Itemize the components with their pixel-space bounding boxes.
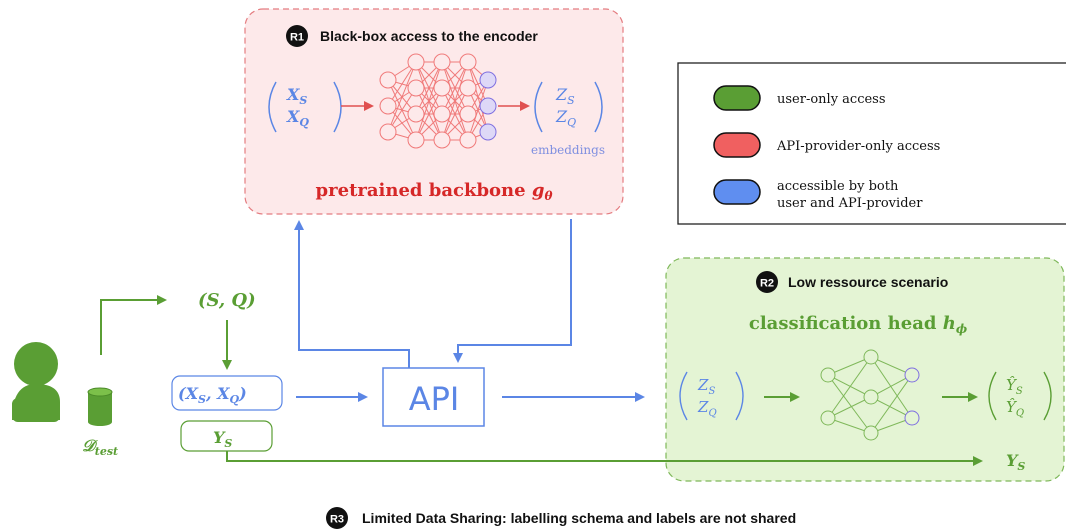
nn-edge (870, 356, 913, 419)
nn-edge (387, 61, 417, 133)
r2-badge (756, 271, 778, 293)
nn-edge (870, 374, 913, 434)
legend-label-user-only: user-only access (777, 92, 886, 107)
r1-output-zq: ZQ (555, 107, 576, 129)
nn-node (407, 79, 425, 97)
arrow-ys-to-head-output (226, 451, 983, 466)
nn-edge (441, 61, 469, 115)
legend-label-api-only: API-provider-only access (776, 139, 940, 154)
nn-edge (387, 87, 417, 133)
nn-node (904, 367, 920, 383)
r1-neural-network-icon (379, 53, 497, 149)
legend-swatch-api-only (713, 132, 761, 158)
legend: user-only access API-provider-only acces… (677, 62, 1066, 225)
r3-badge (326, 507, 348, 529)
nn-node (407, 53, 425, 71)
nn-node (459, 53, 477, 71)
r1-input-xs: XS (286, 85, 307, 107)
api-box (382, 367, 485, 427)
arrow-api-to-encoder (294, 220, 410, 368)
nn-edge (441, 87, 469, 141)
ys-end-label: YS (1006, 451, 1025, 473)
nn-node (379, 123, 397, 141)
nn-node (863, 425, 879, 441)
r2-input-zq: ZQ (697, 398, 717, 419)
nn-node (820, 410, 836, 426)
legend-label-both-line1: accessible by both (777, 179, 899, 194)
nn-edge (870, 396, 913, 419)
nn-edge (827, 396, 872, 419)
r2-badge-text: R2 (760, 278, 774, 290)
nn-node (479, 123, 497, 141)
arrow-db-to-sq (100, 295, 167, 355)
r1-encoder-panel: R1 Black-box access to the encoder XS XQ… (244, 8, 624, 215)
nn-node (407, 105, 425, 123)
nn-node (863, 349, 879, 365)
r2-title: Low ressource scenario (788, 274, 948, 290)
nn-node (433, 79, 451, 97)
r2-neural-network-icon (820, 349, 920, 441)
ys-label: YS (213, 428, 232, 450)
nn-node (407, 131, 425, 149)
nn-edge (827, 374, 872, 434)
r2-input-zs: ZS (697, 376, 715, 397)
arrow-encoder-to-api (453, 219, 572, 363)
nn-node (820, 367, 836, 383)
r2-output-ys-hat: ŶS (1006, 376, 1023, 397)
nn-edge (441, 61, 469, 141)
nn-edge (415, 87, 443, 141)
r1-badge-text: R1 (290, 32, 304, 44)
r3-badge-text: R3 (330, 514, 344, 526)
legend-label-both-line2: user and API-provider (777, 196, 923, 211)
nn-node (459, 79, 477, 97)
user-icon (12, 342, 60, 422)
legend-swatch-both (713, 179, 761, 205)
r2-head-label: classification head hϕ (749, 313, 968, 336)
r1-backbone-label: pretrained backbone gθ (316, 180, 553, 203)
nn-node (479, 97, 497, 115)
r1-badge (286, 25, 308, 47)
nn-edge (415, 61, 443, 115)
nn-node (433, 105, 451, 123)
database-icon (87, 387, 113, 426)
r1-embeddings-label: embeddings (531, 143, 605, 157)
nn-edge (827, 356, 872, 419)
r2-output-yq-hat: ŶQ (1006, 398, 1024, 419)
dataset-test-label: 𝒟test (82, 436, 118, 458)
nn-node (459, 105, 477, 123)
xsxq-box (171, 375, 283, 411)
r1-input-xq: XQ (286, 107, 309, 129)
nn-node (433, 131, 451, 149)
nn-node (379, 71, 397, 89)
nn-edge (827, 356, 872, 376)
r2-classification-panel: R2 Low ressource scenario classification… (665, 257, 1065, 482)
legend-swatch-user-only (713, 85, 761, 111)
r3-title: Limited Data Sharing: labelling schema a… (362, 510, 796, 526)
xsxq-label: (XS, XQ) (178, 384, 247, 406)
nn-edge (870, 374, 913, 398)
sq-label: (S, Q) (198, 290, 256, 311)
nn-edge (827, 374, 872, 398)
nn-edge (387, 61, 417, 107)
nn-edge (467, 79, 489, 141)
nn-node (459, 131, 477, 149)
r1-title: Black-box access to the encoder (320, 28, 538, 44)
nn-node (379, 97, 397, 115)
nn-node (433, 53, 451, 71)
nn-node (904, 410, 920, 426)
nn-edge (827, 417, 872, 434)
nn-node (863, 389, 879, 405)
r1-output-zs: ZS (555, 85, 575, 107)
nn-edge (415, 61, 443, 141)
nn-node (479, 71, 497, 89)
api-label: API (409, 380, 460, 418)
